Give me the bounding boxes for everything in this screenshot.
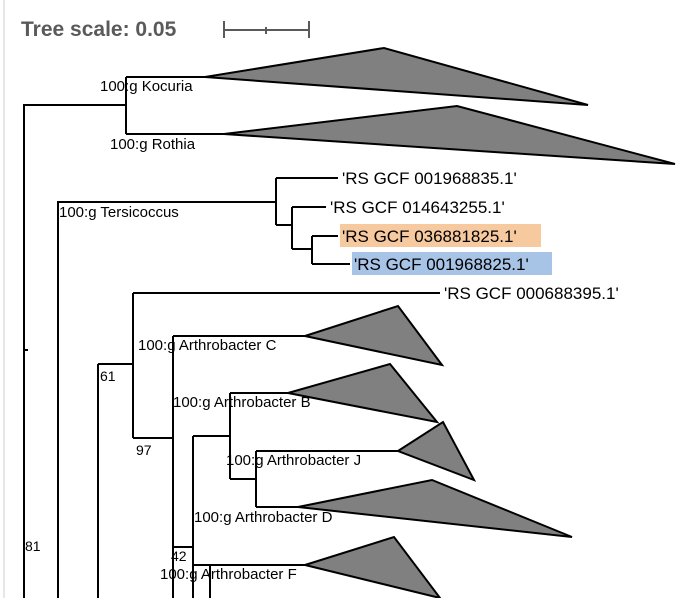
tree-scale-title: Tree scale: 0.05 (21, 18, 177, 41)
clade-arthrobacter-f-triangle[interactable] (301, 535, 443, 600)
clade-arthrobacter-j-triangle[interactable] (395, 420, 477, 482)
branch-root (23, 104, 126, 598)
support-value-97: 97 (136, 442, 152, 458)
leaf-gcf-001968825[interactable]: 'RS GCF 001968825.1' (354, 255, 529, 274)
support-value-61: 61 (100, 368, 116, 384)
leaf-gcf-014643255[interactable]: 'RS GCF 014643255.1' (330, 198, 505, 217)
support-values: 61 97 81 42 (25, 368, 187, 564)
label-arthrobacter-j[interactable]: 100:g Arthrobacter J (226, 452, 361, 469)
clade-arthrobacter-b-triangle[interactable] (287, 362, 440, 424)
tree-scale: Tree scale: 0.05 (21, 18, 310, 41)
branch-tersicoccus-stem (57, 201, 276, 598)
clade-arthrobacter-c-triangle[interactable] (301, 304, 445, 367)
label-arthrobacter-b[interactable]: 100:g Arthrobacter B (173, 394, 311, 411)
label-rothia[interactable]: 100:g Rothia (110, 136, 196, 153)
highlight-gcf-036881825 (340, 224, 541, 247)
tree-branches (23, 76, 440, 598)
label-tersicoccus[interactable]: 100:g Tersicoccus (59, 204, 179, 221)
clade-rothia-triangle[interactable] (223, 104, 676, 165)
scale-bar (223, 21, 310, 38)
leaf-gcf-036881825[interactable]: 'RS GCF 036881825.1' (342, 227, 517, 246)
clade-arthrobacter-d-triangle[interactable] (297, 478, 573, 538)
collapsed-clades (204, 46, 676, 600)
label-arthrobacter-d[interactable]: 100:g Arthrobacter D (194, 509, 333, 526)
clade-kocuria-triangle[interactable] (204, 46, 589, 106)
leaf-gcf-001968835[interactable]: 'RS GCF 001968835.1' (342, 169, 517, 188)
highlight-gcf-001968825 (352, 252, 552, 275)
label-arthrobacter-c[interactable]: 100:g Arthrobacter C (138, 337, 277, 354)
support-value-42: 42 (171, 548, 187, 564)
leaf-labels: 'RS GCF 001968835.1' 'RS GCF 014643255.1… (330, 169, 619, 303)
support-value-81: 81 (25, 538, 41, 554)
label-arthrobacter-f[interactable]: 100:g Arthrobacter F (160, 566, 297, 583)
clade-labels: 100:g Kocuria 100:g Rothia 100:g Tersico… (59, 78, 361, 583)
leaf-gcf-000688395[interactable]: 'RS GCF 000688395.1' (444, 284, 619, 303)
label-kocuria[interactable]: 100:g Kocuria (100, 78, 193, 95)
